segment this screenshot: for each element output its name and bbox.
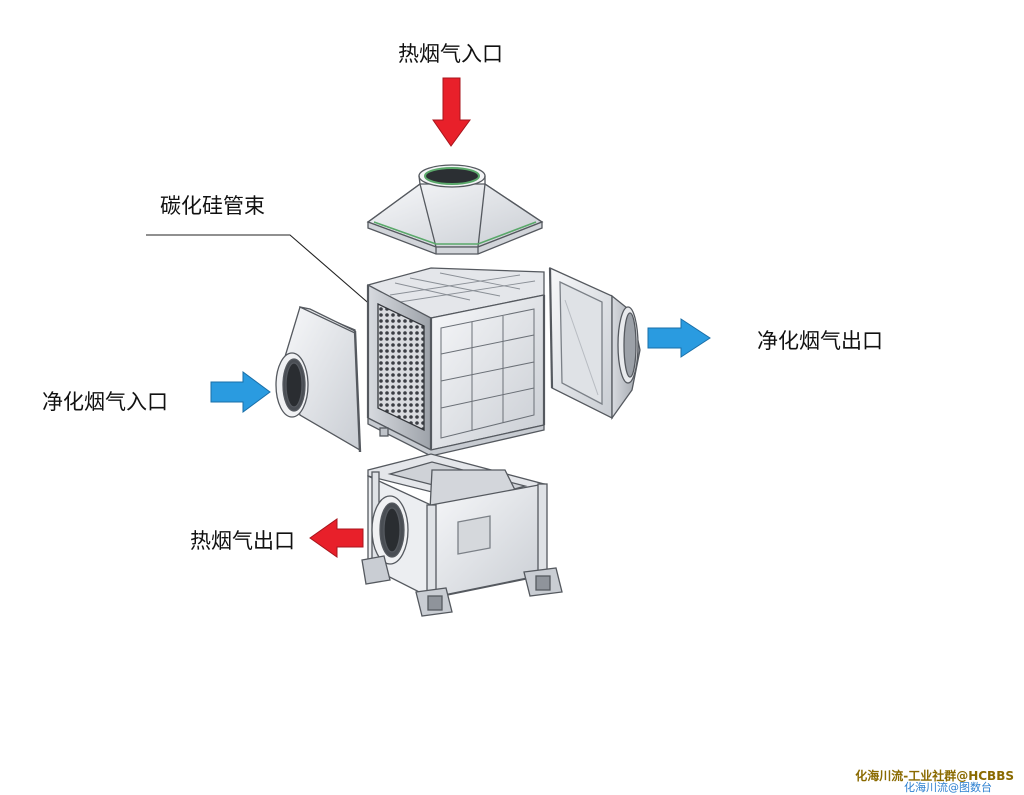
sic-tube-bundle-label: 碳化硅管束 — [160, 194, 265, 218]
clean-inlet-arrow — [210, 371, 271, 413]
clean-outlet-arrow — [647, 318, 711, 358]
hot-gas-outlet-label: 热烟气出口 — [190, 529, 295, 553]
hot-outlet-arrow — [309, 518, 364, 558]
watermark-secondary: 化海川流@图数台 — [904, 781, 992, 794]
right-clean-outlet-duct — [548, 266, 641, 421]
sic-leader-line — [146, 234, 389, 321]
clean-gas-outlet-label: 净化烟气出口 — [757, 329, 883, 353]
hot-gas-inlet-label: 热烟气入口 — [398, 42, 503, 66]
watermark-primary: 化海川流-工业社群@HCBBS — [855, 769, 1014, 783]
clean-gas-inlet-label: 净化烟气入口 — [42, 390, 168, 414]
hot-inlet-arrow — [432, 77, 471, 147]
sic-tube-bundle-module — [366, 267, 546, 457]
top-inlet-hood — [366, 164, 544, 255]
left-clean-inlet-duct — [275, 306, 362, 453]
bottom-outlet-frame — [361, 453, 563, 617]
